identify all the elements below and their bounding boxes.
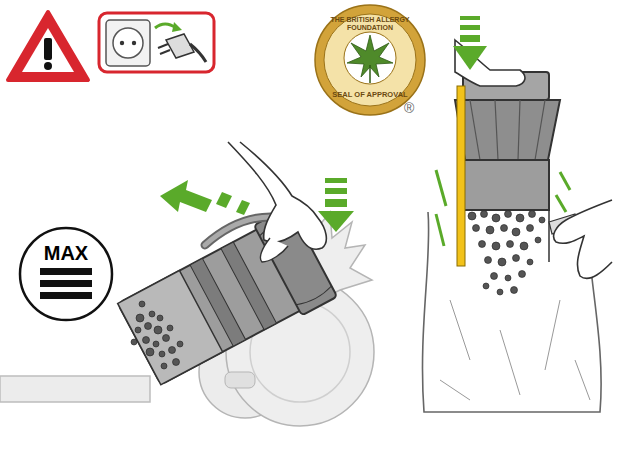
bin-emptying [422,72,601,412]
unplug-icon [99,13,214,72]
warning-symbol [8,12,88,80]
callout-circle [18,226,114,322]
hand [228,142,326,249]
seal-heading: THE BRITISH ALLERGY FOUNDATION [330,16,410,31]
motion-arrows [160,178,354,232]
approval-seal: THE BRITISH ALLERGY FOUNDATION SEAL OF AP… [313,3,427,117]
seal-text: SEAL OF APPROVAL [330,91,410,99]
motion-arrows [453,16,487,70]
shake-lines [436,170,570,246]
hand [554,200,612,278]
debris [131,301,183,369]
registered-mark: ® [404,100,414,116]
max-callout: MAX [18,226,114,322]
debris [468,211,545,296]
max-label: MAX [26,242,106,264]
